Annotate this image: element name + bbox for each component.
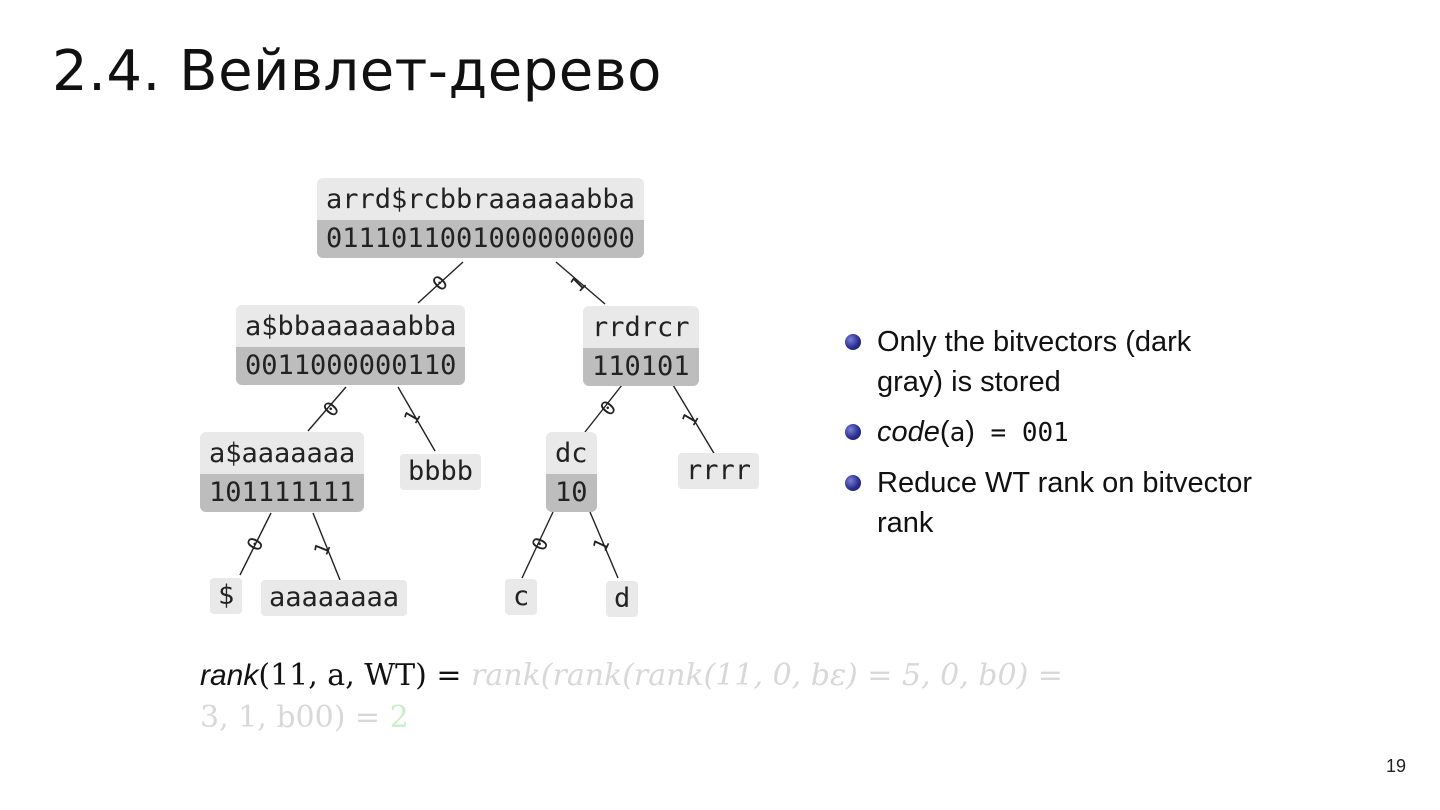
edge-n10-n101 xyxy=(589,511,619,579)
tree-node-10: dc 10 xyxy=(546,432,597,512)
edge-root-n1 xyxy=(555,261,606,305)
formula-rhs-line1: rank(rank(rank(11, 0, bε) = 5, 0, b0) = xyxy=(471,658,1063,693)
bullet-text: Only the bitvectors (dark gray) is store… xyxy=(877,326,1192,398)
node-label: a$bbaaaaaabba xyxy=(236,305,466,347)
node-label: dc xyxy=(546,432,597,474)
node-bitvector: 0011000000110 xyxy=(236,347,466,385)
node-bitvector: 10 xyxy=(546,474,597,512)
edge-label-n1-1: 1 xyxy=(677,408,704,430)
edge-label-root-1: 1 xyxy=(565,271,590,296)
node-bitvector: 101111111 xyxy=(200,474,365,512)
code-arg: a xyxy=(949,418,966,448)
edge-label-n10-0: 0 xyxy=(527,533,554,554)
edge-n10-n100 xyxy=(521,511,554,579)
tree-node-root: arrd$rcbbraaaaaabba 0111011001000000000 xyxy=(317,178,644,258)
bullet-text: Reduce WT rank on bitvector rank xyxy=(877,467,1253,539)
edge-label-n1-0: 0 xyxy=(595,396,621,421)
tree-leaf-001: aaaaaaaa xyxy=(261,580,408,616)
formula-rhs-line2: 3, 1, b00) = xyxy=(200,700,390,735)
bullet-icon xyxy=(845,424,861,440)
tree-leaf-01: bbbb xyxy=(400,454,482,490)
bullet-icon xyxy=(845,475,861,491)
edge-root-n0 xyxy=(417,261,464,304)
tree-leaf-101: d xyxy=(606,581,639,617)
edge-label-n0-1: 1 xyxy=(399,406,426,428)
edge-label-n00-0: 0 xyxy=(242,533,269,555)
edge-n0-n00 xyxy=(307,386,347,432)
edge-n00-n000 xyxy=(239,512,272,576)
tree-node-1: rrdrcr 110101 xyxy=(583,306,699,386)
node-bitvector: 0111011001000000000 xyxy=(317,220,644,258)
formula-equals: = xyxy=(426,658,472,693)
edge-label-n00-1: 1 xyxy=(309,539,336,559)
tree-leaf-100: c xyxy=(505,579,538,615)
edge-n1-n10 xyxy=(584,384,623,433)
slide-title: 2.4. Вейвлет-дерево xyxy=(52,39,662,104)
formula-lhs: rank(11, a, WT) xyxy=(200,658,427,693)
edge-n1-n11 xyxy=(672,384,716,456)
tree-leaf-11: rrrr xyxy=(678,453,760,489)
node-label: arrd$rcbbraaaaaabba xyxy=(317,178,644,220)
edge-n0-n01 xyxy=(397,386,436,452)
code-paren-open: ( xyxy=(939,416,950,448)
rank-formula: rank(11, a, WT) = rank(rank(rank(11, 0, … xyxy=(200,655,1100,739)
node-label: rrdrcr xyxy=(583,306,699,348)
code-function: code xyxy=(877,416,940,448)
node-bitvector: 110101 xyxy=(583,348,699,386)
bullet-item: code(a) = 001 xyxy=(845,412,1265,453)
node-label: a$aaaaaaa xyxy=(200,432,365,474)
tree-node-00: a$aaaaaaa 101111111 xyxy=(200,432,365,512)
formula-rank-fn: rank xyxy=(200,659,259,692)
bullet-icon xyxy=(845,334,861,350)
page-number: 19 xyxy=(1385,756,1406,776)
bullet-list: Only the bitvectors (dark gray) is store… xyxy=(845,322,1265,553)
formula-result: 2 xyxy=(389,700,409,735)
formula-lhs-args: (11, a, WT) xyxy=(258,658,427,693)
bullet-item: Only the bitvectors (dark gray) is store… xyxy=(845,322,1265,402)
edge-n00-n001 xyxy=(312,512,341,581)
tree-node-0: a$bbaaaaaabba 0011000000110 xyxy=(236,305,466,385)
code-value: = 001 xyxy=(974,418,1069,448)
tree-leaf-000: $ xyxy=(210,578,243,614)
code-paren-close: ) xyxy=(965,416,975,448)
bullet-item: Reduce WT rank on bitvector rank xyxy=(845,463,1265,543)
edge-label-n0-0: 0 xyxy=(318,397,344,422)
